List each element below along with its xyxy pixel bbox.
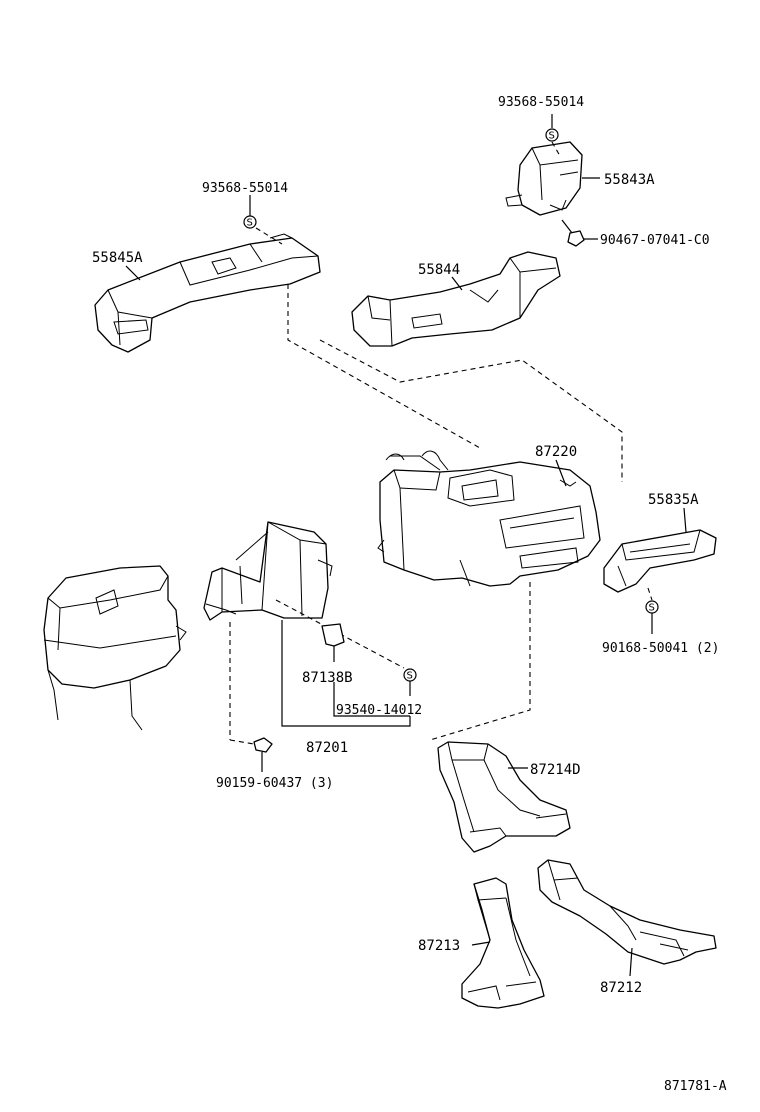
drawing-number: 871781-A: [664, 1079, 727, 1094]
clip-87138b: [321, 623, 345, 662]
leader-87220: [555, 459, 567, 487]
duct-87213: [461, 877, 545, 1009]
label-93568-55014-left: 93568-55014: [202, 181, 288, 196]
screw-90467-icon: [561, 219, 585, 247]
dash-93568-top: [551, 141, 561, 157]
duct-55845a: [94, 233, 321, 353]
heater-unit-87220: [377, 450, 601, 587]
screw-marker-letter: S: [549, 131, 555, 142]
dash-55844-case: [319, 339, 623, 482]
leader-55845a: [125, 265, 141, 281]
blower-unit: [43, 565, 187, 731]
duct-55844: [351, 251, 561, 347]
label-90168-50041: 90168-50041 (2): [602, 641, 719, 656]
leader-55835a: [683, 507, 687, 533]
leader-87201: [281, 620, 411, 727]
dash-case-87214d: [429, 582, 531, 741]
label-93540-14012: 93540-14012: [336, 703, 422, 718]
label-87212: 87212: [600, 980, 642, 996]
label-87214d: 87214D: [530, 762, 581, 778]
label-90467-07041-c0: 90467-07041-C0: [600, 233, 710, 248]
duct-55835a: [603, 529, 717, 593]
label-55845a: 55845A: [92, 250, 143, 266]
duct-87214d: [437, 741, 571, 853]
duct-87212: [537, 859, 717, 965]
leader-55844: [451, 276, 463, 291]
dash-55845a-case: [287, 284, 481, 449]
leader-87138b-bracket: [333, 682, 410, 717]
label-87220: 87220: [535, 444, 577, 460]
dash-90159-b: [229, 739, 255, 745]
screw-marker-left-letter: S: [247, 218, 253, 229]
screw-marker-93540-letter: S: [407, 671, 413, 682]
bracket-87201: [203, 521, 333, 621]
leader-87213: [471, 941, 491, 946]
screw-marker-icon: [545, 128, 559, 142]
label-87138b: 87138B: [302, 670, 353, 686]
label-87201: 87201: [306, 740, 348, 756]
label-55843a: 55843A: [604, 172, 655, 188]
label-55844: 55844: [418, 262, 460, 278]
label-90159-60437: 90159-60437 (3): [216, 776, 333, 791]
screw-marker-right-letter: S: [649, 603, 655, 614]
label-93568-55014-top: 93568-55014: [498, 95, 584, 110]
label-87213: 87213: [418, 938, 460, 954]
screw-marker-left-icon: [243, 215, 257, 229]
dash-90168: [647, 587, 653, 601]
leader-87212: [629, 947, 633, 977]
screw-90159-icon: [253, 737, 273, 772]
duct-55843a: [505, 141, 583, 216]
label-55835a: 55835A: [648, 492, 699, 508]
